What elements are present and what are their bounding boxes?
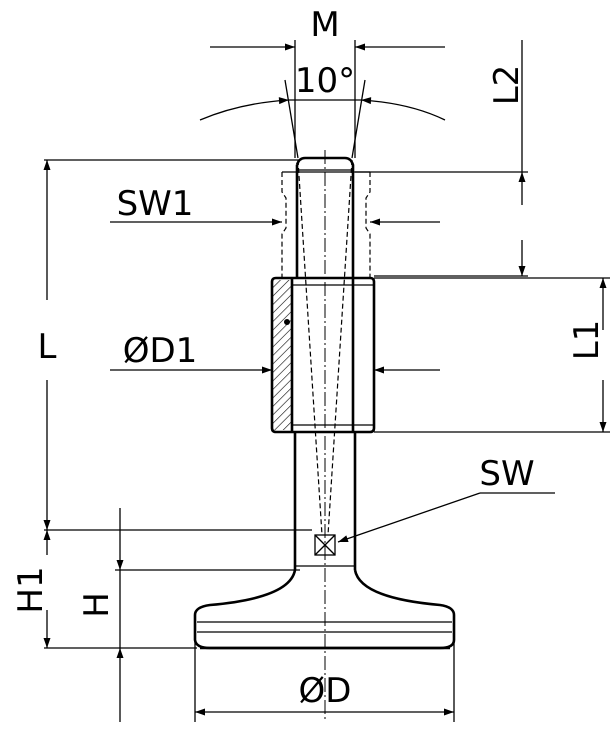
label-H: H [77, 592, 117, 618]
threaded-stud [281, 156, 371, 432]
dimension-angle: 10° [199, 61, 446, 159]
dimension-D1: ØD1 [110, 331, 440, 374]
lock-nut [270, 276, 376, 434]
label-D: ØD [299, 671, 352, 711]
dimension-H1: H1 [11, 530, 197, 649]
dimension-D: ØD [194, 640, 455, 722]
dimension-L1: L1 [374, 277, 610, 433]
base-disc [193, 569, 456, 650]
shaft [293, 432, 357, 570]
label-SW1: SW1 [117, 184, 194, 224]
ball-joint-square [297, 159, 353, 556]
label-SW: SW [479, 454, 534, 494]
dimension-SW1: SW1 [110, 184, 440, 226]
label-angle: 10° [295, 61, 355, 101]
label-L2: L2 [487, 65, 527, 106]
label-H1: H1 [11, 566, 51, 613]
label-L1: L1 [567, 320, 607, 361]
label-L: L [38, 327, 57, 367]
dimension-H: H [77, 508, 300, 722]
label-D1: ØD1 [123, 331, 198, 371]
dimension-SW: SW [337, 454, 555, 543]
dimension-L2: L2 [355, 40, 528, 277]
label-M: M [310, 5, 339, 45]
dimension-L: L [38, 159, 312, 531]
